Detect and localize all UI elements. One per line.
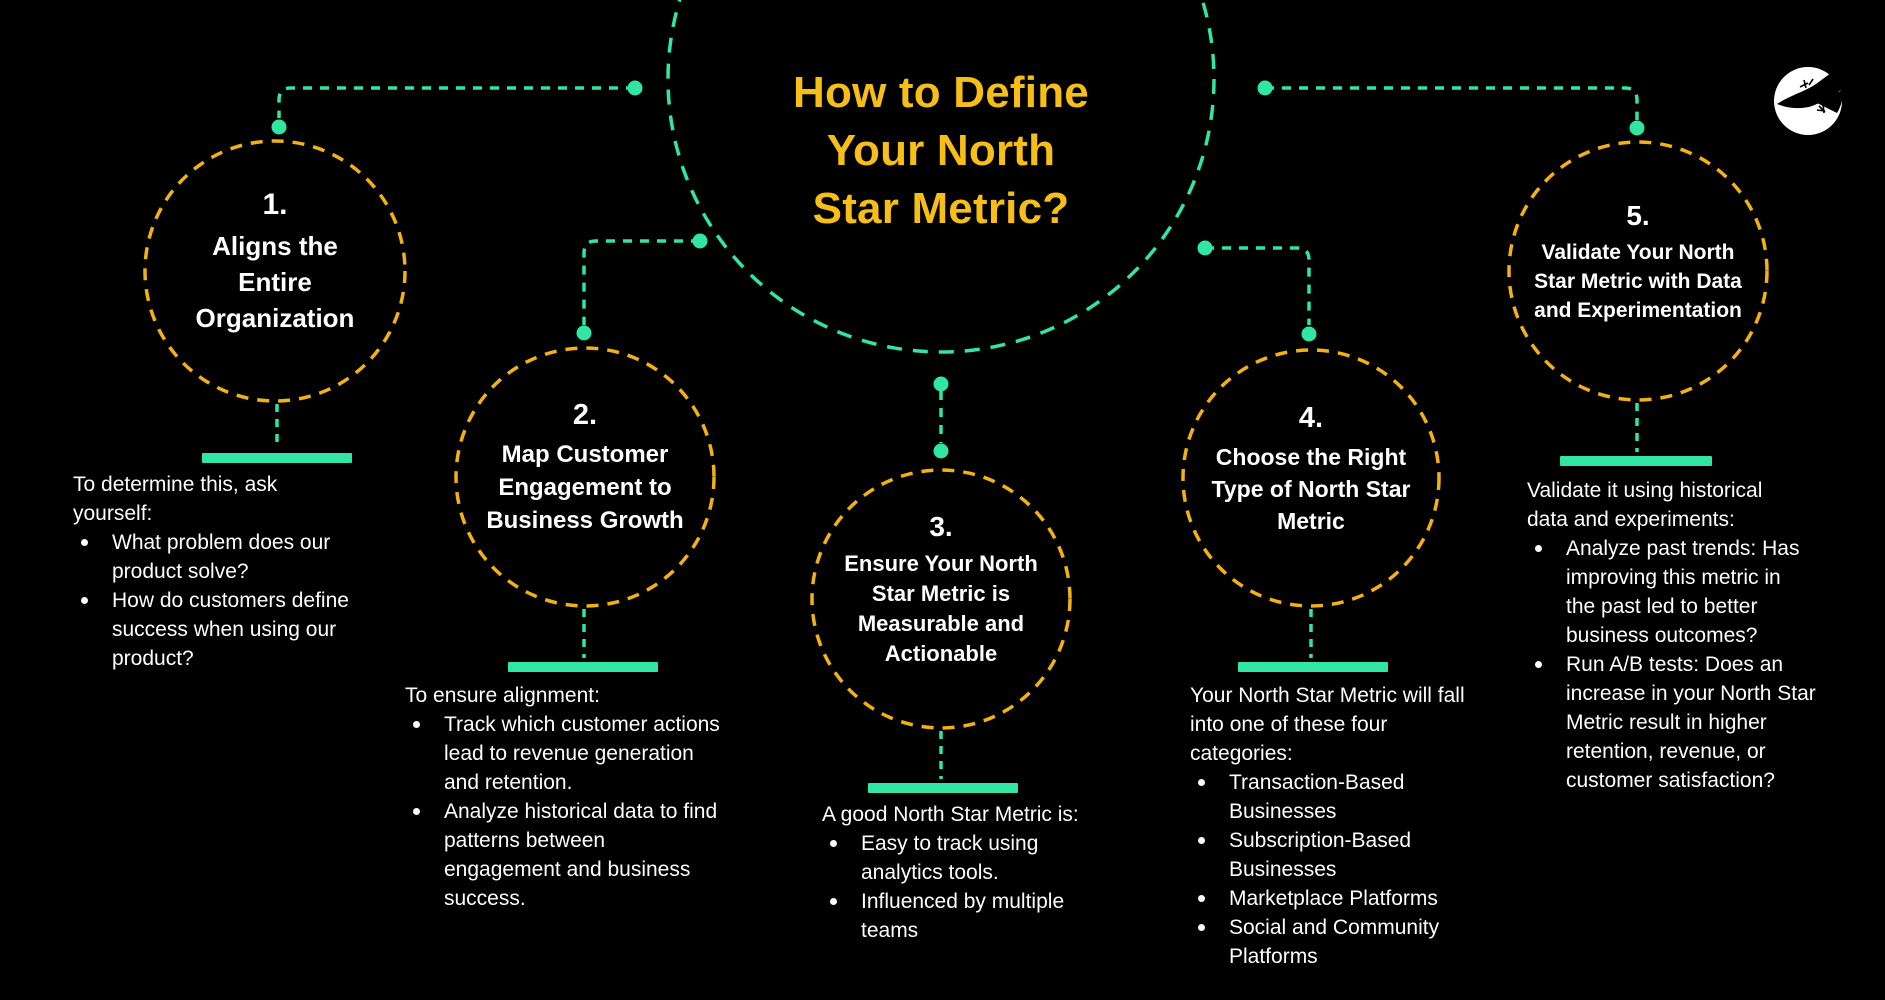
description-intro: Validate it using historical data and ex… [1527,479,1763,531]
underline-bar-3 [868,783,1018,793]
bullet-dot [81,597,88,604]
connector-dot [1629,120,1645,136]
step-3-description: A good North Star Metric is: Easy to tra… [822,800,1242,945]
central-circle [666,0,1216,354]
step-4-label: 4. Choose the Right Type of North Star M… [1161,350,1461,606]
bullet-item: Subscription-Based Businesses [1190,826,1610,884]
connector-dot [933,443,949,459]
bullet-list: Easy to track using analytics tools. Inf… [822,829,1242,945]
connector-dot [627,80,643,96]
underline-bar-5 [1560,456,1712,466]
bullet-dot [1198,924,1205,931]
step-circle-4 [1181,348,1441,608]
bullet-text: Analyze historical data to find patterns… [444,800,718,910]
bullet-item: Track which customer actions lead to rev… [405,710,825,797]
bullet-text: Analyze past trends: Has improving this … [1566,537,1800,647]
bullet-text: Transaction-Based Businesses [1229,771,1405,823]
connector-dot [1301,326,1317,342]
step-4-description: Your North Star Metric will fall into on… [1190,681,1610,971]
connector-dot [692,233,708,249]
step-circle-title: Validate Your North Star Metric with Dat… [1534,240,1742,322]
connector-dot [1257,80,1273,96]
description-intro: To ensure alignment: [405,684,600,707]
bullet-item: Influenced by multiple teams [822,887,1242,945]
bullet-item: Social and Community Platforms [1190,913,1610,971]
bullet-list: Track which customer actions lead to rev… [405,710,825,913]
gecko-claw-front [1799,78,1814,89]
bullet-text: Subscription-Based Businesses [1229,829,1412,881]
step-3-label: 3. Ensure Your North Star Metric is Meas… [791,470,1091,728]
bullet-dot [81,539,88,546]
step-2-description: To ensure alignment: Track which custome… [405,681,825,913]
step-number: 1. [262,188,288,221]
step-number: 4. [1298,401,1324,434]
step-number: 2. [572,399,598,431]
bullet-list: What problem does our product solve? How… [73,528,493,673]
description-intro: A good North Star Metric is: [822,803,1079,826]
description-intro: To determine this, ask yourself: [73,473,278,525]
bullet-dot [1198,779,1205,786]
description-intro: Your North Star Metric will fall into on… [1190,684,1465,765]
underline-bar-2 [508,662,658,672]
bullet-text: Easy to track using analytics tools. [861,832,1039,884]
step-5-label: 5. Validate Your North Star Metric with … [1488,142,1788,400]
connector-dot [933,376,949,392]
bullet-text: Track which customer actions lead to rev… [444,713,720,794]
step-1-description: To determine this, ask yourself: What pr… [73,470,493,673]
step-circle-title: Map Customer Engagement to Business Grow… [486,441,684,534]
bullet-list: Analyze past trends: Has improving this … [1527,534,1885,795]
step-number: 3. [929,511,953,542]
step-circle-2 [454,346,716,608]
bullet-item: How do customers define success when usi… [73,586,493,673]
step-circle-title: Aligns the Entire Organization [195,231,355,333]
bullet-item: What problem does our product solve? [73,528,493,586]
step-circle-title: Ensure Your North Star Metric is Measura… [844,551,1038,666]
step-circle-3 [810,468,1072,730]
bullet-item: Easy to track using analytics tools. [822,829,1242,887]
bullet-dot [830,898,837,905]
bullet-text: What problem does our product solve? [112,531,331,583]
step-circle-5 [1507,140,1769,402]
bullet-dot [1198,837,1205,844]
connector-elbow-1 [277,86,635,118]
step-number: 5. [1626,199,1650,231]
bullet-item: Analyze past trends: Has improving this … [1527,534,1885,650]
bullet-text: Marketplace Platforms [1229,887,1438,910]
bullet-list: Transaction-Based Businesses Subscriptio… [1190,768,1610,971]
bullet-item: Run A/B tests: Does an increase in your … [1527,650,1885,795]
bullet-dot [413,808,420,815]
connector-elbow-2 [582,239,700,325]
connector-elbow-4 [1205,246,1311,325]
bullet-dot [1198,895,1205,902]
gecko-logo-icon [1774,67,1843,135]
connector-elbow-5 [1265,86,1639,120]
step-1-label: 1. Aligns the Entire Organization [125,141,425,401]
main-title: How to Define Your North Star Metric? [793,68,1089,233]
step-2-label: 2. Map Customer Engagement to Business G… [435,348,735,606]
bullet-dot [1535,661,1542,668]
gecko-bite-shape [1815,90,1843,113]
connector-dot [271,119,287,135]
bullet-text: How do customers define success when usi… [112,589,349,670]
underline-bar-1 [202,453,352,463]
bullet-dot [1535,545,1542,552]
step-circle-title: Choose the Right Type of North Star Metr… [1211,443,1411,534]
gecko-claw-back [1816,103,1826,114]
underline-bar-4 [1238,662,1388,672]
bullet-item: Analyze historical data to find patterns… [405,797,825,913]
connector-dot [576,325,592,341]
bullet-item: Transaction-Based Businesses [1190,768,1610,826]
bullet-text: Run A/B tests: Does an increase in your … [1566,653,1816,792]
step-circle-1 [143,139,407,403]
connector-dot [1197,240,1213,256]
bullet-text: Social and Community Platforms [1229,916,1440,968]
step-5-description: Validate it using historical data and ex… [1527,476,1885,795]
bullet-text: Influenced by multiple teams [861,890,1065,942]
bullet-item: Marketplace Platforms [1190,884,1610,913]
bullet-dot [830,840,837,847]
bullet-dot [413,721,420,728]
